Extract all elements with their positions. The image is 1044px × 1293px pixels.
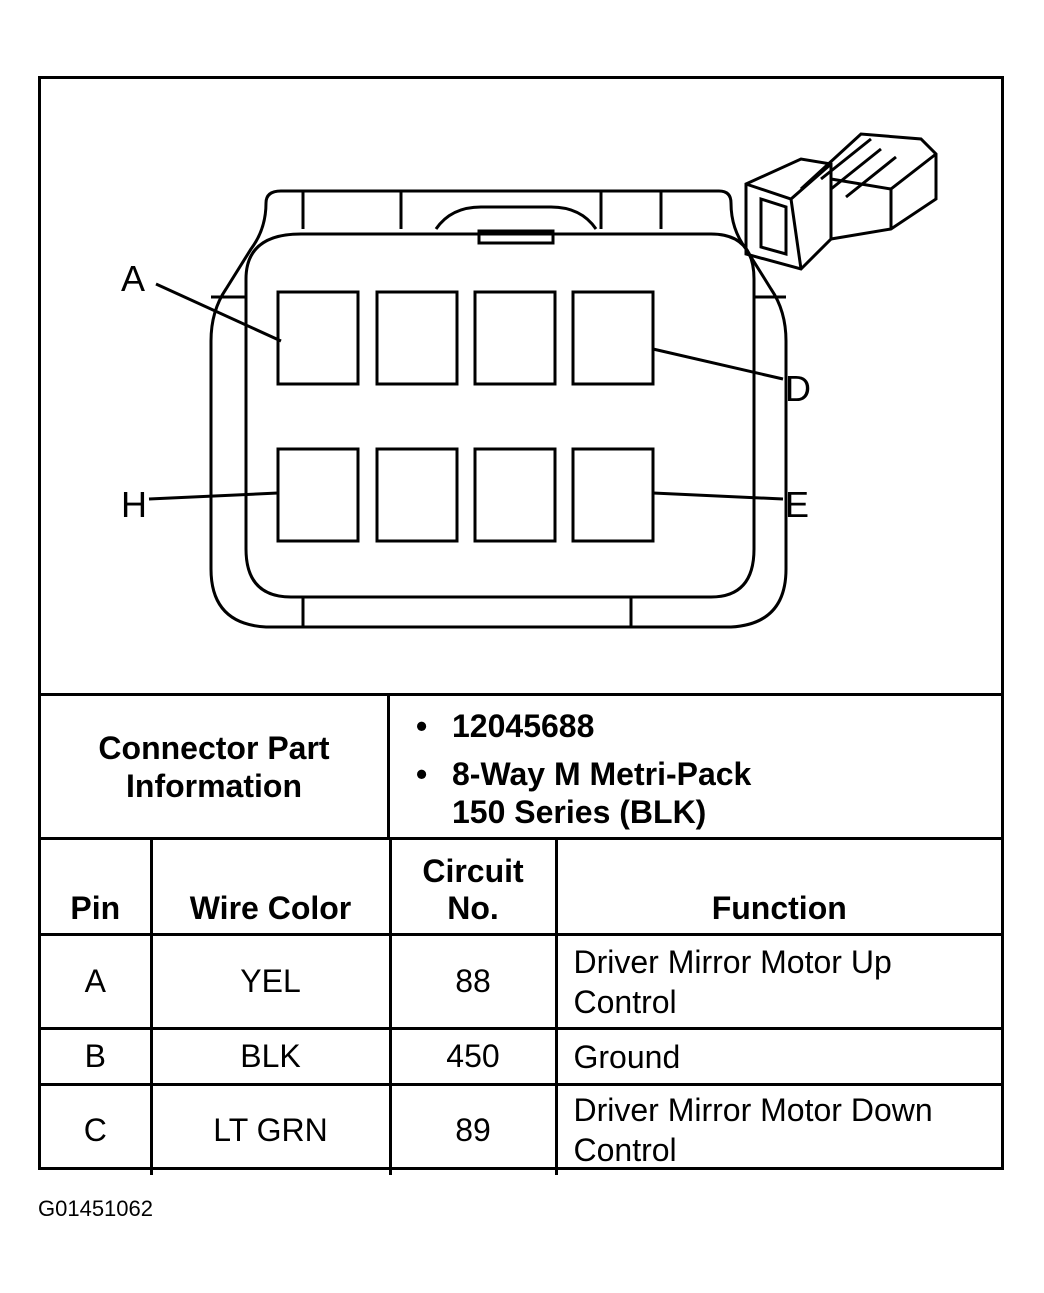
cell-function: Driver Mirror Motor Down Control	[554, 1083, 1001, 1175]
pin-label-e: E	[785, 484, 809, 525]
header-function: Function	[554, 837, 1001, 936]
connector-info-label: Connector Part Information	[98, 729, 330, 804]
connector-outer-housing	[209, 189, 788, 629]
cell-function: Driver Mirror Motor Up Control	[554, 933, 1001, 1030]
header-circuit-no: Circuit No.	[388, 837, 558, 936]
connector-latch	[434, 205, 598, 230]
bullet-icon: •	[416, 756, 428, 792]
cell-wire-color: LT GRN	[149, 1083, 392, 1175]
table-header-row: Pin Wire Color Circuit No. Function	[41, 837, 1001, 936]
connector-info-row: Connector Part Information • 12045688 • …	[41, 693, 1001, 837]
connector-info-bullets: • 12045688 • 8-Way M Metri-Pack 150 Seri…	[390, 696, 1001, 837]
cavity-c	[473, 290, 557, 386]
cell-circuit: 88	[388, 933, 558, 1030]
table-row: B BLK 450 Ground	[41, 1027, 1001, 1086]
pin-table: Pin Wire Color Circuit No. Function A YE…	[41, 837, 1001, 1175]
cell-pin: A	[41, 933, 153, 1030]
figure-caption: G01451062	[38, 1196, 153, 1221]
connector-inner-cavity	[244, 232, 756, 599]
cell-wire-color: BLK	[149, 1027, 392, 1086]
cell-circuit: 89	[388, 1083, 558, 1175]
leader-line-h	[148, 491, 279, 501]
connector-face-diagram: A D H E	[121, 132, 938, 629]
connector-type: • 8-Way M Metri-Pack	[416, 756, 752, 792]
bullet-icon: •	[416, 708, 428, 744]
cavity-e	[571, 447, 655, 543]
header-pin: Pin	[41, 837, 153, 936]
cavity-d	[571, 290, 655, 386]
pin-label-h: H	[121, 484, 147, 525]
connector-series: 150 Series (BLK)	[452, 794, 707, 830]
cell-circuit: 450	[388, 1027, 558, 1086]
cell-wire-color: YEL	[149, 933, 392, 1030]
cell-pin: B	[41, 1027, 153, 1086]
connector-info-label-cell: Connector Part Information	[41, 696, 390, 837]
cavity-f	[473, 447, 557, 543]
pin-label-d: D	[785, 368, 811, 409]
cavity-g	[375, 447, 459, 543]
part-number: • 12045688	[416, 708, 595, 744]
cell-pin: C	[41, 1083, 153, 1175]
table-row: C LT GRN 89 Driver Mirror Motor Down Con…	[41, 1083, 1001, 1175]
leader-line-d	[652, 347, 784, 381]
cavity-b	[375, 290, 459, 386]
cell-function: Ground	[554, 1027, 1001, 1086]
connector-isometric-icon	[744, 132, 938, 271]
leader-line-e	[652, 491, 784, 501]
pin-label-a: A	[121, 258, 145, 299]
cavity-h	[276, 447, 360, 543]
table-row: A YEL 88 Driver Mirror Motor Up Control	[41, 933, 1001, 1030]
leader-line-a	[155, 282, 282, 343]
header-wire-color: Wire Color	[149, 837, 392, 936]
connector-figure: A D H E Connector Part Information • 120…	[38, 76, 1004, 1175]
cavity-a	[276, 290, 360, 386]
